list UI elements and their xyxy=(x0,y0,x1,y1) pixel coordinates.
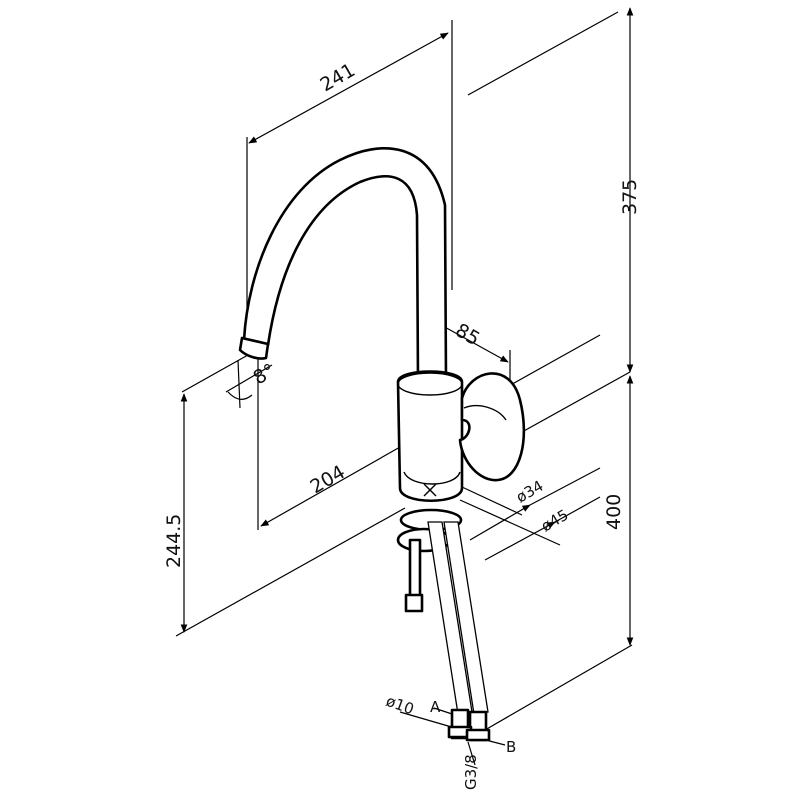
hose-b xyxy=(443,521,489,715)
ext-8-b xyxy=(225,364,273,393)
mount-rod xyxy=(408,538,422,602)
body-base-line xyxy=(403,471,461,485)
label-b: B xyxy=(506,738,516,756)
dim-34-ext xyxy=(529,467,601,506)
spout-tip xyxy=(238,336,270,360)
body-cylinder xyxy=(396,370,464,503)
label-a: A xyxy=(430,698,441,716)
faucet-body xyxy=(238,147,526,613)
label-34: ø34 xyxy=(513,477,546,507)
dim-34 xyxy=(469,504,531,541)
dim-241 xyxy=(248,32,449,144)
supply-hoses xyxy=(427,521,491,742)
mount-nut xyxy=(404,593,424,613)
ext-45-a xyxy=(459,499,561,546)
leader-g38 xyxy=(467,741,476,766)
hose-b-nut xyxy=(465,728,491,742)
label-244: 244.5 xyxy=(163,514,185,568)
label-204: 204 xyxy=(307,461,349,498)
label-10: ø10 xyxy=(384,692,417,719)
label-45: ø45 xyxy=(538,506,571,536)
dim-45 xyxy=(484,521,556,561)
center-cross-b xyxy=(423,483,437,497)
label-241: 241 xyxy=(317,59,359,96)
label-g38: G3/8 xyxy=(462,754,480,790)
label-400: 400 xyxy=(603,494,625,530)
ext-244-bottom xyxy=(175,507,406,637)
ext-244-top xyxy=(181,354,249,393)
spout-gooseneck xyxy=(242,147,448,384)
label-375: 375 xyxy=(619,179,641,215)
ext-34-a xyxy=(461,486,523,516)
ext-375-top xyxy=(467,11,619,96)
body-top-ellipse xyxy=(397,372,463,396)
dim-45-ext xyxy=(554,496,601,523)
leader-10 xyxy=(399,711,456,729)
lever-highlight xyxy=(463,404,507,421)
lever-handle xyxy=(458,372,526,482)
ext-400-bottom xyxy=(484,644,633,731)
label-8deg: 8° xyxy=(250,359,280,389)
